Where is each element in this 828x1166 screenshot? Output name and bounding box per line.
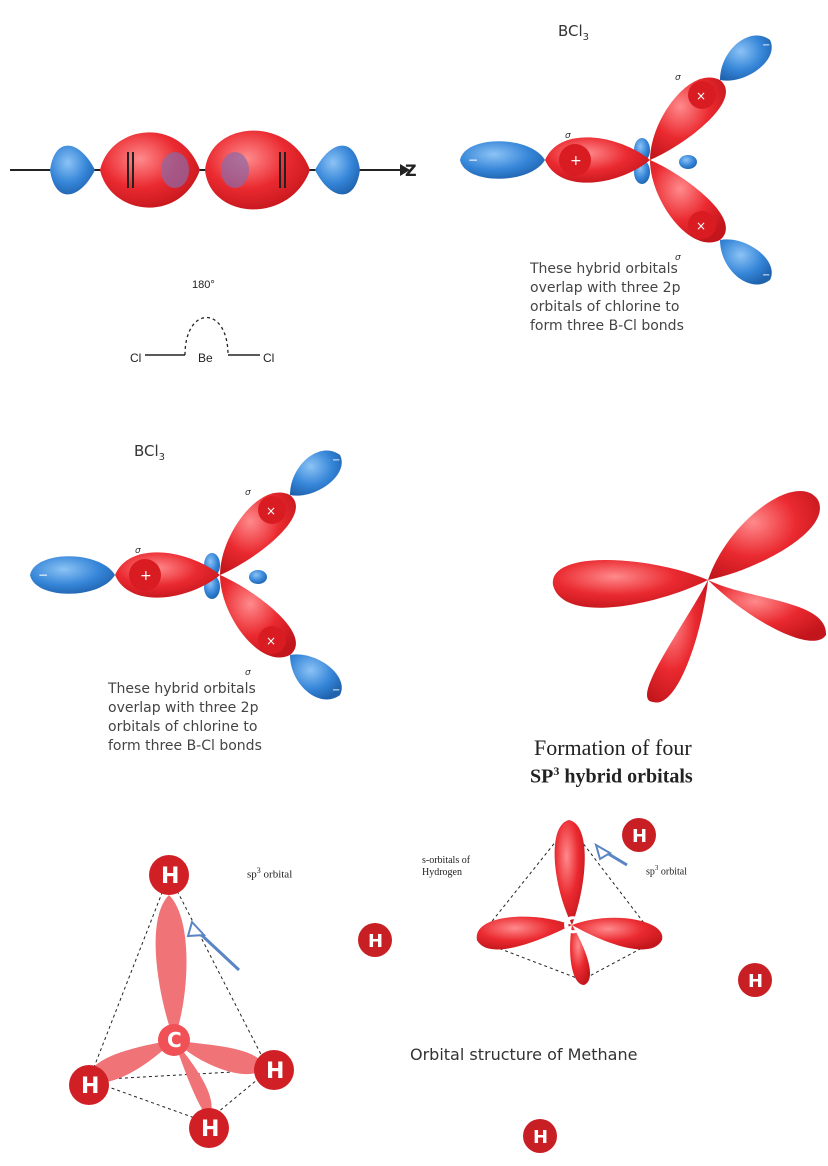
svg-text:σ: σ [245, 668, 251, 678]
bcl3-mid-caption-line: orbitals of chlorine to [108, 718, 262, 737]
becl2-orbital-diagram: Z 180° Cl Be Cl [0, 100, 430, 360]
z-axis-label: Z [405, 161, 417, 180]
bcl3-top-caption-line: overlap with three 2p [530, 279, 684, 298]
methane-right-caption: Orbital structure of Methane [410, 1045, 637, 1064]
svg-text:−: − [332, 685, 340, 696]
svg-text:−: − [38, 568, 48, 582]
sp3-lobe-left [553, 560, 708, 608]
svg-text:H: H [632, 826, 647, 847]
s-label-line: s-orbitals of [422, 855, 470, 867]
s-label-line: Hydrogen [422, 867, 470, 879]
bcl3-top-caption: These hybrid orbitals overlap with three… [530, 260, 684, 336]
svg-text:H: H [368, 931, 383, 952]
bcl3-mid-caption-line: overlap with three 2p [108, 699, 262, 718]
bcl3-mid-panel: BCl3 + − × − × − σ σ σ These hybrid [20, 430, 400, 770]
svg-text:σ: σ [565, 131, 571, 141]
atom-cl-left: Cl [130, 351, 141, 365]
orbital-label-suffix: orbital [658, 866, 687, 877]
bcl3-top-panel: BCl3 + − × − × − σ σ σ [450, 10, 828, 350]
bcl3-mid-caption-line: These hybrid orbitals [108, 680, 262, 699]
svg-text:×: × [266, 504, 276, 518]
svg-text:H: H [748, 971, 763, 992]
svg-text:C: C [563, 914, 579, 939]
svg-text:H: H [81, 1074, 99, 1099]
bcl3-mid-caption: These hybrid orbitals overlap with three… [108, 680, 262, 756]
sp3-lobe-right [708, 580, 826, 641]
svg-text:−: − [468, 153, 478, 167]
bcl3-mid-orbital-diagram: + − × − × − σ σ σ [20, 440, 400, 700]
sp3-caption-line1: Formation of four [534, 735, 692, 761]
orbital-label-prefix: sp [247, 869, 257, 881]
orbital-label-prefix: sp [646, 866, 655, 877]
svg-text:×: × [696, 219, 706, 233]
sp3-caption-prefix: SP [530, 766, 553, 788]
overlap-region-right [221, 152, 249, 188]
svg-text:−: − [762, 40, 770, 51]
bcl3-top-caption-line: orbitals of chlorine to [530, 298, 684, 317]
svg-text:C: C [167, 1028, 182, 1052]
bcl3-top-caption-line: These hybrid orbitals [530, 260, 684, 279]
methane-left-panel: C H H H H sp3 orbital [50, 840, 370, 1160]
svg-text:−: − [332, 455, 340, 466]
orbital-label-suffix: orbital [261, 869, 292, 881]
overlap-region-left [161, 152, 189, 188]
svg-text:H: H [201, 1117, 219, 1142]
svg-text:−: − [762, 270, 770, 281]
svg-text:σ: σ [135, 546, 141, 556]
becl2-panel: Z 180° Cl Be Cl [0, 100, 430, 360]
svg-text:σ: σ [245, 488, 251, 498]
atom-cl-right: Cl [263, 351, 274, 365]
methane-right-panel: H H H H C s-orbitals of Hydrogen sp3 orb… [350, 800, 828, 1166]
atom-be: Be [198, 351, 213, 365]
sp3-lobe-upper-right [708, 491, 820, 580]
sp3-orbitals-diagram [530, 480, 828, 710]
methane-right-orbital-label: sp3 orbital [646, 864, 687, 877]
svg-text:×: × [696, 89, 706, 103]
sp3-panel: Formation of four SP3 hybrid orbitals [530, 480, 828, 810]
sp3-caption-line2: SP3 hybrid orbitals [530, 764, 693, 789]
methane-left-diagram: C H H H H [50, 840, 370, 1160]
bcl3-mid-caption-line: form three B-Cl bonds [108, 737, 262, 756]
svg-text:H: H [266, 1059, 284, 1084]
svg-text:+: + [570, 153, 582, 169]
sp3-caption-suffix: hybrid orbitals [559, 766, 692, 788]
methane-right-s-orbital-label: s-orbitals of Hydrogen [422, 855, 470, 879]
svg-text:H: H [533, 1127, 548, 1148]
svg-text:H: H [161, 864, 179, 889]
cl-p-lobe-left [50, 146, 95, 195]
svg-text:×: × [266, 634, 276, 648]
svg-text:σ: σ [675, 73, 681, 83]
bond-angle-arc [185, 318, 228, 356]
methane-left-orbital-label: sp3 orbital [247, 866, 292, 881]
cl-p-lobe-right [315, 146, 360, 195]
bcl3-top-caption-line: form three B-Cl bonds [530, 317, 684, 336]
svg-text:+: + [140, 568, 152, 584]
sp-lobe-right-outer [205, 131, 310, 210]
bond-angle-label: 180° [192, 279, 215, 291]
